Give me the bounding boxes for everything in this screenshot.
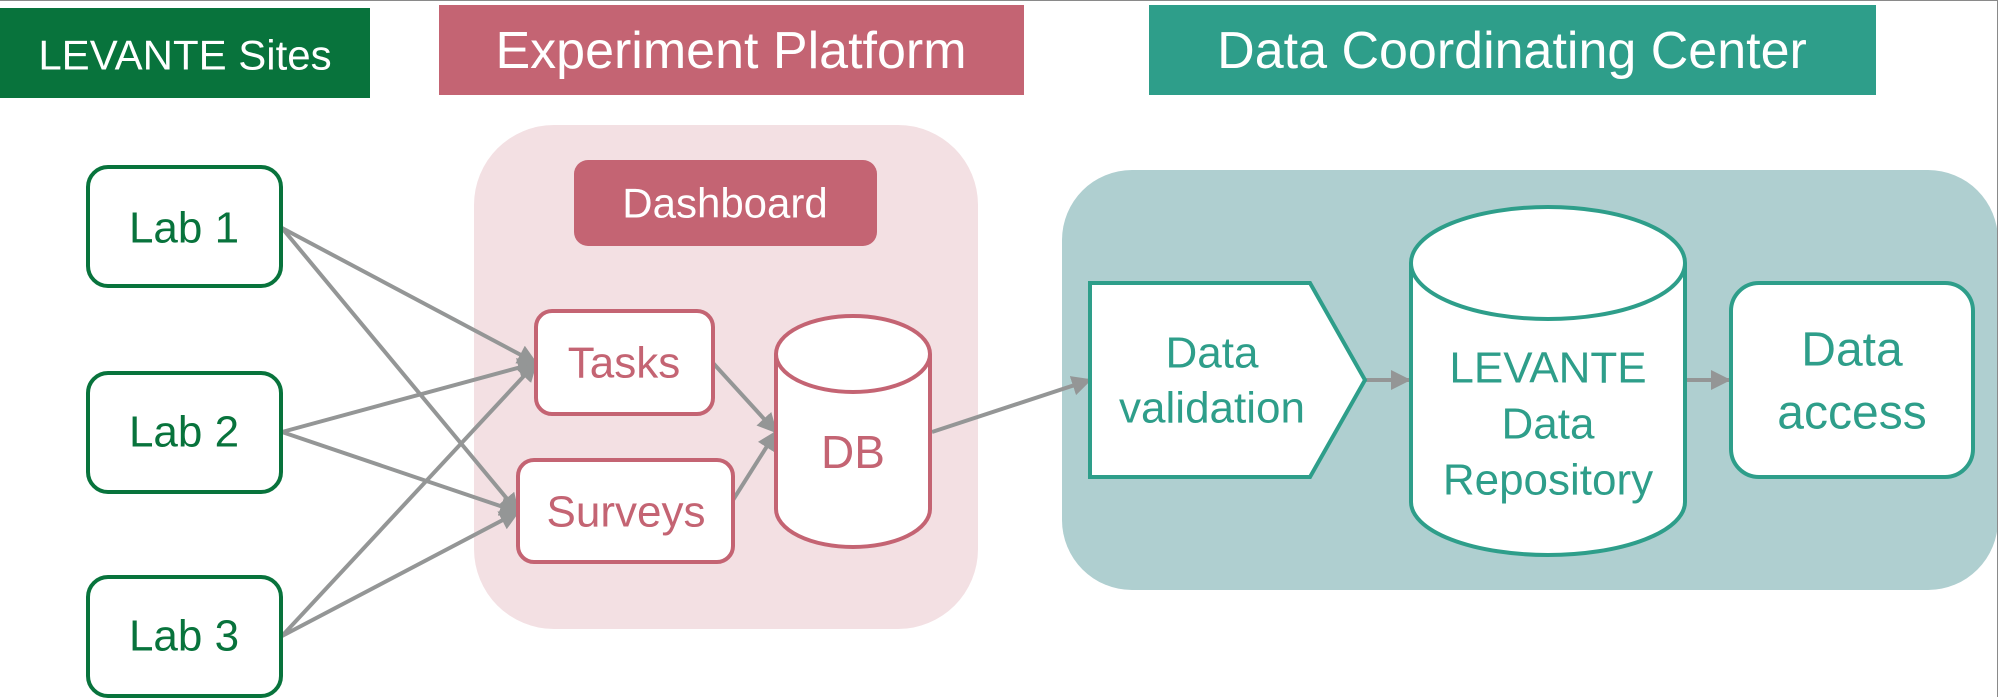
arrow-lab2-to-surveys [281,430,520,516]
data-validation-label-line1: Data [1166,329,1259,378]
header-experiment-platform-label: Experiment Platform [495,22,966,80]
dashboard-label: Dashboard [622,180,827,227]
header-levante-sites: LEVANTE Sites [0,8,370,98]
tasks-node[interactable]: Tasks [534,309,715,416]
data-access-node[interactable]: Data access [1729,281,1975,479]
db-label: DB [821,426,885,478]
data-access-label-line2: access [1777,387,1926,440]
arrow-lab3-to-surveys [281,510,520,638]
db-cylinder[interactable]: DB [774,314,932,549]
lab-2-label: Lab 2 [129,408,239,457]
arrow-tasks-to-db [711,361,778,434]
dashboard-node[interactable]: Dashboard [574,160,877,246]
data-validation-label-line2: validation [1119,384,1305,433]
repository-label-line1: LEVANTE [1449,344,1646,393]
lab-3-label: Lab 3 [129,612,239,661]
header-data-coordinating-center-label: Data Coordinating Center [1217,22,1807,80]
header-data-coordinating-center: Data Coordinating Center [1149,5,1876,95]
lab-3-node[interactable]: Lab 3 [86,575,283,698]
lab-2-node[interactable]: Lab 2 [86,371,283,494]
lab-1-label: Lab 1 [129,204,239,253]
surveys-label: Surveys [547,488,706,537]
arrow-db-to-validation [931,376,1092,434]
arrow-surveys-to-db [731,430,778,502]
arrow-lab3-to-tasks [280,361,538,638]
edges [280,226,1731,638]
arrow-lab1-to-surveys [280,226,520,514]
levante-data-repository-cylinder[interactable]: LEVANTE Data Repository [1409,205,1687,557]
header-experiment-platform: Experiment Platform [439,5,1024,95]
repository-label-line3: Repository [1443,456,1653,505]
surveys-node[interactable]: Surveys [516,458,735,564]
arrow-lab2-to-tasks [281,358,538,434]
tasks-label: Tasks [568,339,680,388]
arrow-lab1-to-tasks [281,226,538,365]
data-access-label-line1: Data [1801,324,1903,377]
repository-label-line2: Data [1502,400,1595,449]
data-validation-node[interactable]: Data validation [1088,281,1368,479]
lab-1-node[interactable]: Lab 1 [86,165,283,288]
header-levante-sites-label: LEVANTE Sites [38,32,331,79]
